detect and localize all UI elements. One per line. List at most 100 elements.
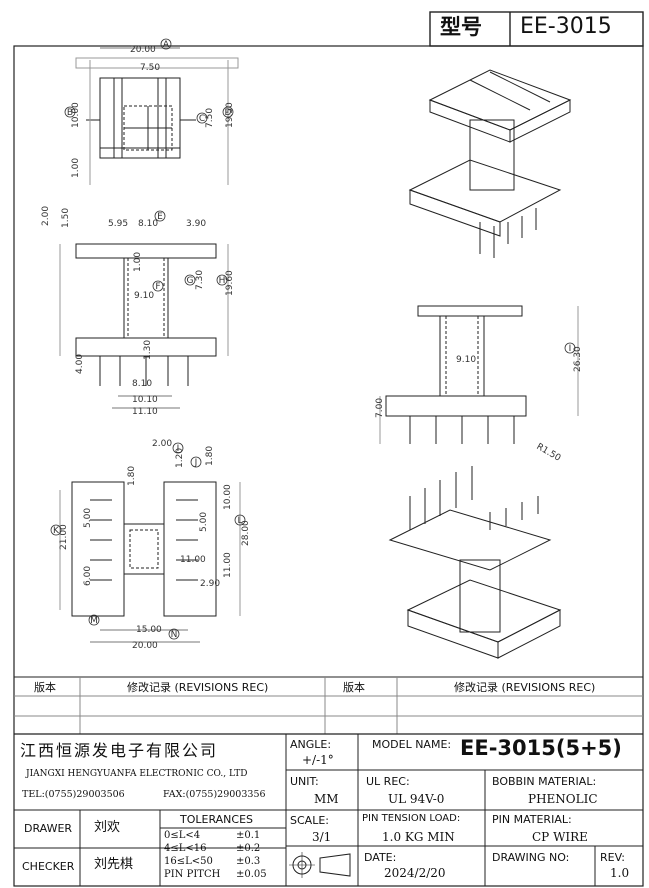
top-marker-a: A bbox=[160, 38, 172, 50]
date-value: 2024/2/20 bbox=[384, 866, 446, 880]
date-label: DATE: bbox=[364, 851, 397, 864]
front-dim-6: 9.10 bbox=[134, 291, 154, 301]
pin-material-value: CP WIRE bbox=[532, 830, 588, 844]
top-dim-5: 1.00 bbox=[71, 158, 81, 178]
angle-label: ANGLE: bbox=[290, 738, 332, 751]
drawer-label: DRAWER bbox=[24, 822, 73, 835]
front-marker-h: H bbox=[216, 274, 228, 286]
top-dim-2: 10.00 bbox=[71, 102, 81, 128]
side-dim-0: 9.10 bbox=[456, 355, 476, 365]
tol-value-2: ±0.3 bbox=[236, 856, 261, 867]
front-dim-7: 7.30 bbox=[195, 270, 205, 290]
bottom-dim-13: 15.00 bbox=[136, 625, 162, 635]
tol-range-0: 0≤L<4 bbox=[164, 830, 201, 841]
svg-text:E: E bbox=[157, 212, 163, 222]
front-dim-8: 19.60 bbox=[225, 270, 235, 296]
rev-value: 1.0 bbox=[610, 866, 630, 880]
svg-text:I: I bbox=[569, 344, 572, 354]
rev-col4-label: 修改记录 (REVISIONS REC) bbox=[454, 681, 596, 694]
isometric-view-bottom bbox=[388, 466, 562, 659]
top-dim-0: 20.00 bbox=[130, 45, 156, 55]
tol-value-3: ±0.05 bbox=[236, 869, 267, 880]
side-dim-1: 26.30 bbox=[573, 346, 583, 372]
checker-label: CHECKER bbox=[22, 860, 75, 873]
bottom-marker-k: K bbox=[50, 524, 62, 536]
type-value: EE-3015 bbox=[520, 14, 612, 39]
tol-range-2: 16≤L<50 bbox=[164, 856, 213, 867]
ul-rec-label: UL REC: bbox=[366, 775, 410, 788]
top-dim-1: 7.50 bbox=[140, 63, 160, 73]
front-dim-12: 10.10 bbox=[132, 395, 158, 405]
svg-text:L: L bbox=[237, 516, 242, 526]
front-marker-f: F bbox=[152, 280, 164, 292]
top-marker-d: D bbox=[222, 106, 234, 118]
side-dim-3: R1.50 bbox=[535, 442, 563, 464]
svg-text:G: G bbox=[187, 276, 194, 286]
company-name-cn: 江西恒源发电子有限公司 bbox=[20, 741, 219, 760]
model-label: MODEL NAME: bbox=[372, 738, 452, 751]
bobbin-material-value: PHENOLIC bbox=[528, 792, 598, 806]
svg-text:I: I bbox=[177, 444, 180, 454]
drawer-value: 刘欢 bbox=[94, 820, 121, 835]
company-name-en: JIANGXI HENGYUANFA ELECTRONIC CO., LTD bbox=[26, 769, 248, 779]
tol-range-1: 4≤L<16 bbox=[164, 843, 207, 854]
rev-col1-label: 版本 bbox=[34, 681, 56, 694]
front-dim-5: 1.00 bbox=[133, 252, 143, 272]
unit-label: UNIT: bbox=[290, 775, 319, 788]
isometric-view-top bbox=[408, 69, 572, 258]
bottom-marker-i: I bbox=[172, 442, 184, 454]
front-view bbox=[59, 243, 229, 409]
unit-value: MM bbox=[314, 792, 339, 806]
bottom-dim-4: 5.00 bbox=[83, 508, 93, 528]
front-dim-11: 8.10 bbox=[132, 379, 152, 389]
svg-text:J: J bbox=[194, 458, 198, 468]
side-marker-i: I bbox=[564, 342, 576, 354]
front-dim-3: 8.10 bbox=[138, 219, 158, 229]
front-dim-4: 3.90 bbox=[186, 219, 206, 229]
svg-text:H: H bbox=[219, 276, 226, 286]
tol-value-0: ±0.1 bbox=[236, 830, 261, 841]
company-tel: TEL:(0755)29003506 bbox=[22, 789, 125, 800]
bottom-marker-j: J bbox=[190, 456, 202, 468]
angle-value: +/-1° bbox=[302, 753, 334, 767]
svg-text:A: A bbox=[163, 40, 170, 50]
type-label: 型号 bbox=[440, 15, 482, 39]
front-dim-1: 1.50 bbox=[61, 208, 71, 228]
svg-text:D: D bbox=[225, 108, 232, 118]
bottom-dim-8: 5.00 bbox=[199, 512, 209, 532]
bottom-dim-7: 10.00 bbox=[223, 484, 233, 510]
bottom-dim-2: 1.80 bbox=[127, 466, 137, 486]
bottom-marker-n: N bbox=[168, 628, 180, 640]
rev-label: REV: bbox=[600, 851, 625, 864]
bottom-dim-6: 6.00 bbox=[83, 566, 93, 586]
drawing-no-label: DRAWING NO: bbox=[492, 851, 570, 864]
bottom-dim-12: 2.90 bbox=[200, 579, 220, 589]
bottom-dim-11: 11.00 bbox=[223, 552, 233, 578]
front-dim-13: 11.10 bbox=[132, 407, 158, 417]
bottom-dim-9: 11.00 bbox=[180, 555, 206, 565]
top-dim-3: 7.50 bbox=[205, 108, 215, 128]
svg-text:M: M bbox=[90, 616, 98, 626]
side-view bbox=[379, 305, 579, 444]
rev-col3-label: 版本 bbox=[343, 681, 365, 694]
tol-value-1: ±0.2 bbox=[236, 843, 261, 854]
bottom-dim-3: 1.80 bbox=[205, 446, 215, 466]
company-fax: FAX:(0755)29003356 bbox=[163, 789, 266, 800]
top-marker-c: C bbox=[196, 112, 208, 124]
scale-label: SCALE: bbox=[290, 814, 329, 827]
scale-value: 3/1 bbox=[312, 830, 332, 844]
top-marker-b: B bbox=[64, 106, 76, 118]
ul-rec-value: UL 94V-0 bbox=[388, 792, 445, 806]
top-view bbox=[75, 47, 239, 185]
pin-tension-label: PIN TENSION LOAD: bbox=[362, 813, 461, 824]
bottom-marker-m: M bbox=[88, 614, 100, 626]
front-dim-2: 5.95 bbox=[108, 219, 128, 229]
svg-text:N: N bbox=[171, 630, 178, 640]
bottom-dim-10: 28.00 bbox=[241, 520, 251, 546]
model-value: EE-3015(5+5) bbox=[460, 736, 622, 760]
bottom-dim-5: 21.00 bbox=[59, 524, 69, 550]
tol-range-3: PIN PITCH bbox=[164, 869, 221, 880]
front-dim-0: 2.00 bbox=[41, 206, 51, 226]
